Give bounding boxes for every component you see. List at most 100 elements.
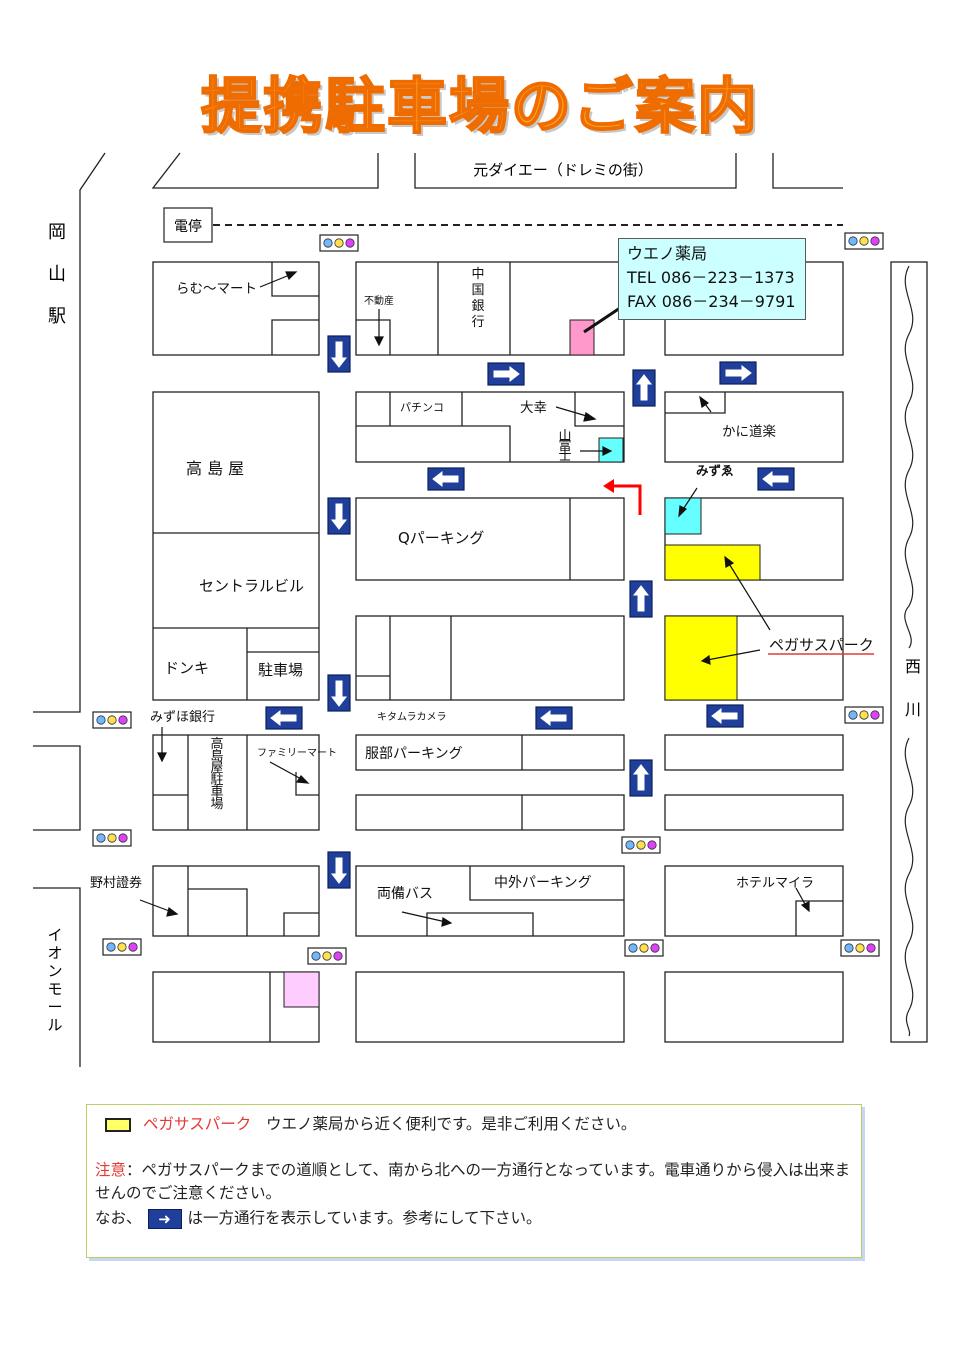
block-r7-c [664, 971, 844, 1043]
block-ryobi [355, 865, 625, 937]
oneway-up-arrow-icon [629, 580, 653, 618]
label-takashimaya-parking: 島 [210, 749, 223, 764]
block-top-middle [414, 153, 737, 189]
page-title: 提携駐車場のご案内 [200, 71, 759, 143]
label-takashimaya-parking: 場 [210, 797, 223, 812]
station-char: 駅 [48, 306, 66, 327]
traffic-light-icon [307, 947, 347, 965]
label-nomura: 野村證券 [90, 875, 142, 891]
label-donki-parking: 駐車場 [258, 661, 303, 679]
mall-char: ル [47, 1016, 62, 1034]
label-takashimaya: 高 島 屋 [186, 459, 244, 478]
label-mizue: みずゑ [696, 463, 734, 478]
label-kitamura: キタムラカメラ [377, 711, 447, 723]
legend-line-1: ペガサスパーク ウエノ薬局から近く便利です。是非ご利用ください。 [105, 1113, 636, 1136]
tram-stop-box [163, 207, 213, 243]
legend-box: ペガサスパーク ウエノ薬局から近く便利です。是非ご利用ください。 注意：ペガサス… [86, 1104, 862, 1258]
block-pachinko [355, 391, 625, 463]
tram-stop-label: 電停 [174, 218, 202, 235]
traffic-light-icon [844, 232, 884, 250]
oneway-left-arrow-icon [265, 706, 303, 730]
mall-char: ン [47, 962, 62, 980]
station-label: 岡 山 駅 [48, 222, 66, 327]
label-hotel-myra: ホテルマイラ [736, 876, 814, 891]
label-kanidoraku: かに道楽 [722, 424, 776, 440]
mall-char: オ [47, 944, 62, 962]
label-pegasus: ペガサスパーク [769, 636, 874, 654]
block-r5b-lower [355, 794, 625, 831]
oneway-down-arrow-icon [327, 851, 351, 889]
route-arrow-head [603, 479, 614, 493]
block-takashimaya-parking [152, 734, 320, 831]
label-daiko: 大幸 [520, 400, 547, 416]
pharmacy-fax: FAX 086－234－9791 [627, 292, 796, 311]
label-familymart: ファミリーマート [257, 748, 337, 759]
block-top-left [151, 152, 379, 189]
label-ramu-mart: らむ～マート [176, 281, 257, 297]
legend-note: なお、➜は一方通行を表示しています。参考にして下さい。 [95, 1207, 542, 1230]
pegasus-swatch [105, 1117, 131, 1132]
block-r5-c [664, 734, 844, 771]
label-pachinko: パチンコ [400, 401, 444, 414]
side-road-west [33, 745, 81, 831]
traffic-light-icon [92, 829, 132, 847]
pharmacy-callout: ウエノ薬局 TEL 086－223－1373 FAX 086－234－9791 [618, 238, 806, 320]
pharmacy-name: ウエノ薬局 [627, 244, 708, 263]
oneway-right-arrow-icon [719, 361, 757, 385]
oneway-down-arrow-icon [327, 497, 351, 535]
block-q-parking [355, 497, 625, 581]
block-nomura [152, 865, 320, 937]
mall-char: ー [47, 998, 62, 1016]
label-ryobi-bus: 両備バス [377, 886, 433, 902]
river-label-1: 西 [905, 657, 921, 676]
caution-text: ：ペガサスパークまでの道順として、南から北への一方通行となっています。電車通りか… [95, 1161, 851, 1202]
label-central-bldg: セントラルビル [199, 577, 304, 595]
block-r4-b [355, 615, 625, 701]
station-char: 山 [48, 264, 66, 285]
pegasus-parcel-2 [664, 615, 738, 701]
oneway-down-arrow-icon [327, 335, 351, 373]
river-wave-lower [904, 737, 914, 1037]
traffic-light-icon [319, 234, 359, 252]
label-q-parking: Qパーキング [398, 529, 484, 547]
oneway-left-arrow-icon [757, 467, 795, 491]
label-donki: ドンキ [164, 659, 209, 677]
note-suffix: は一方通行を表示しています。参考にして下さい。 [187, 1209, 542, 1227]
label-chugai-parking: 中外パーキング [494, 875, 592, 891]
station-road [33, 152, 106, 713]
label-chugoku-bank: 行 [471, 315, 484, 330]
mall-char: モ [47, 980, 62, 998]
traffic-light-icon [621, 836, 661, 854]
top-street-label: 元ダイエー（ドレミの街） [473, 161, 653, 179]
oneway-left-arrow-icon [706, 704, 744, 728]
pharmacy-tel: TEL 086－223－1373 [627, 268, 795, 287]
mizue-parcel [664, 497, 702, 535]
legend-pegasus-desc: ウエノ薬局から近く便利です。是非ご利用ください。 [265, 1115, 637, 1133]
oneway-up-arrow-icon [629, 759, 653, 797]
label-mizuho-bank: みずほ銀行 [150, 710, 215, 725]
mall-char: イ [47, 926, 62, 944]
block-r1-a [152, 261, 320, 356]
caution-label: 注意 [95, 1161, 127, 1179]
legend-caution: 注意：ペガサスパークまでの道順として、南から北への一方通行となっています。電車通… [95, 1159, 857, 1205]
river-label-2: 川 [905, 700, 921, 719]
label-fudosan: 不動産 [364, 294, 394, 307]
river-wave-upper [904, 265, 914, 649]
station-char: 岡 [48, 222, 66, 243]
oneway-left-arrow-icon [535, 706, 573, 730]
block-hattori [355, 734, 625, 771]
oneway-up-arrow-icon [632, 369, 656, 407]
block-takashimaya [152, 391, 320, 701]
pink-parcel [283, 971, 320, 1008]
label-takashimaya-parking: 車 [210, 785, 223, 800]
traffic-light-icon [624, 939, 664, 957]
traffic-light-icon [844, 706, 884, 724]
block-r5-c2 [664, 794, 844, 831]
traffic-light-icon [840, 939, 880, 957]
river-outline [890, 261, 928, 1043]
traffic-light-icon [102, 938, 142, 956]
label-hattori: 服部パーキング [365, 746, 463, 762]
label-chugoku-bank: 国 [471, 283, 484, 298]
